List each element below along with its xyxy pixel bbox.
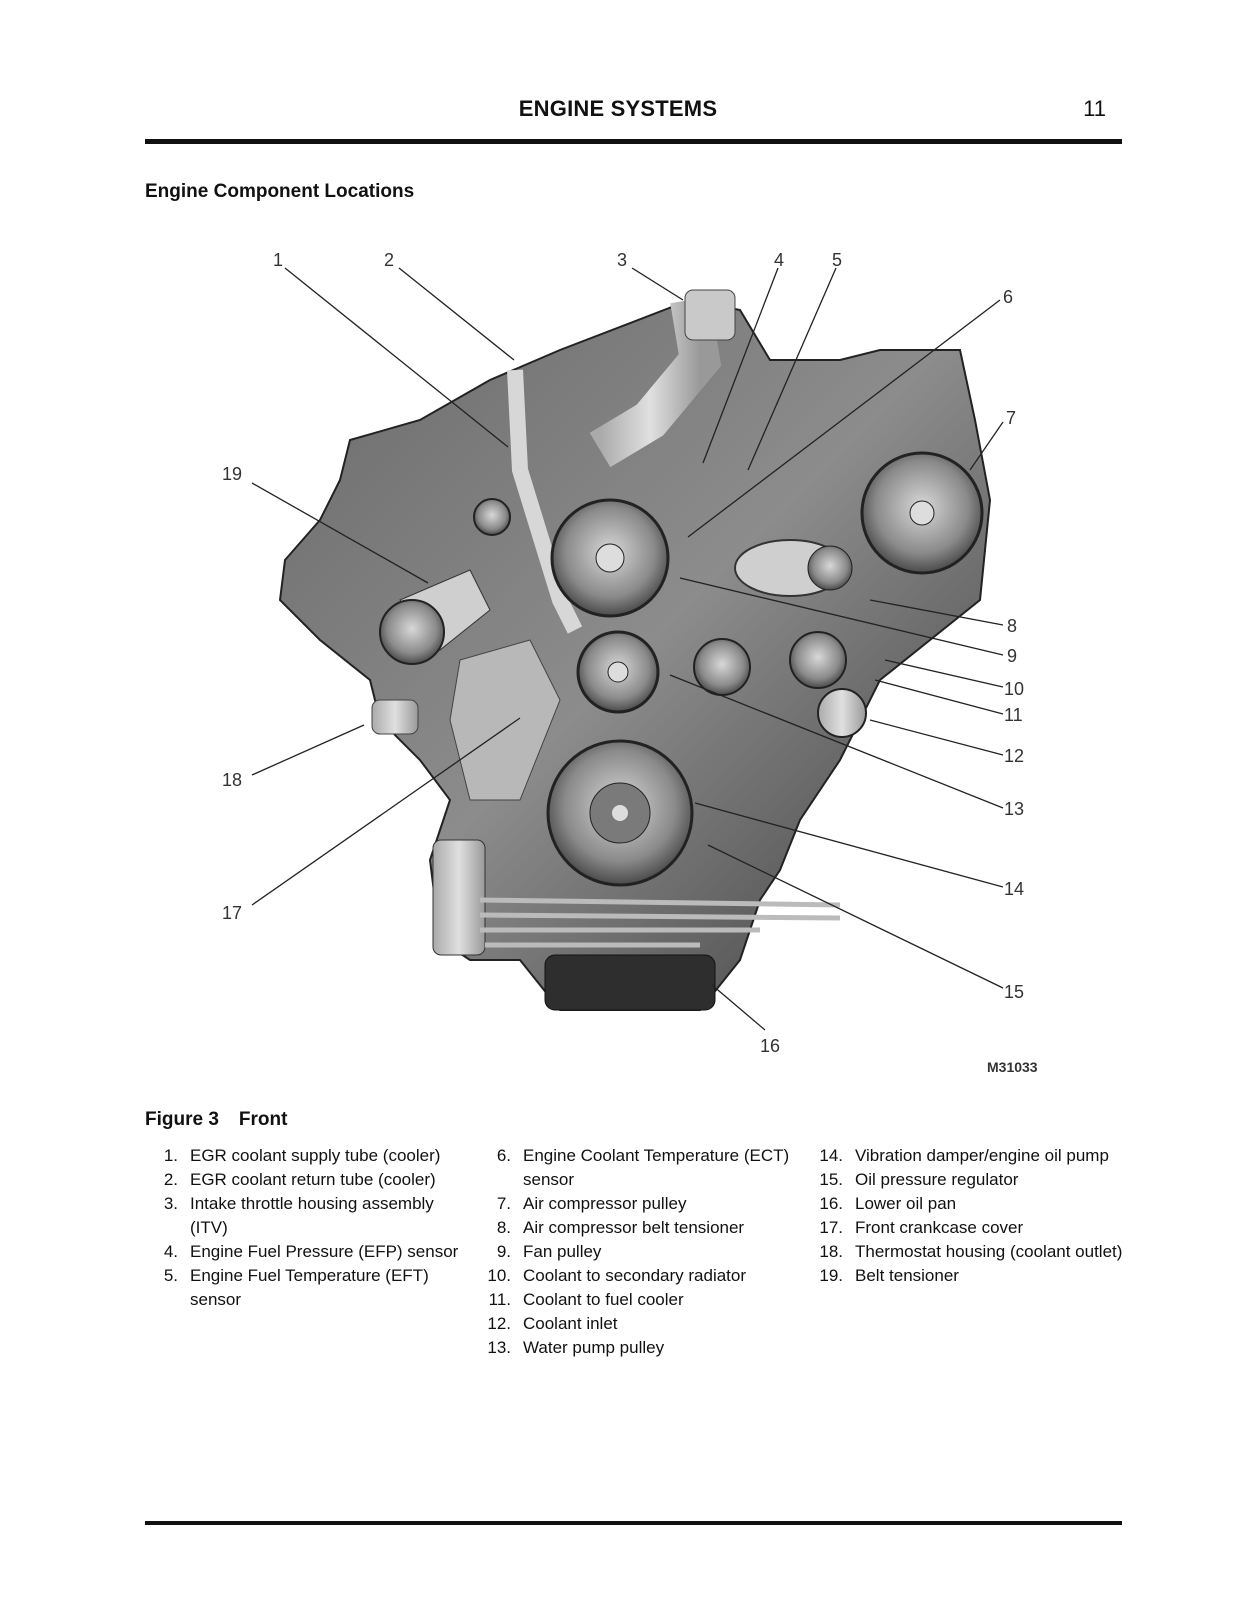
callout-8: 8 [1007,616,1018,636]
callout-15: 15 [1004,982,1025,1002]
legend-item: 11. Coolant to fuel cooler [473,1288,803,1312]
legend-item-text: Engine Coolant Temperature (ECT) sensor [523,1146,790,1189]
legend-item-text: Coolant to secondary radiator [523,1266,747,1285]
callout-17: 17 [222,903,243,923]
callout-1: 1 [273,250,284,270]
callout-19: 19 [222,464,243,484]
legend-item: 1. EGR coolant supply tube (cooler) [140,1144,470,1168]
legend-item-number: 1. [163,1146,178,1165]
callout-2: 2 [384,250,395,270]
legend-item-number: 10. [487,1266,511,1285]
callout-4: 4 [774,250,785,270]
legend-item-text: Fan pulley [523,1242,602,1261]
legend-item: 17. Front crankcase cover [805,1216,1125,1240]
legend-item-number: 14. [819,1146,843,1165]
water-pump-pulley [576,630,660,714]
legend-item-number: 11. [488,1290,511,1309]
page-number: 11 [1083,96,1106,121]
legend-item: 5. Engine Fuel Temperature (EFT) sensor [140,1264,470,1312]
legend-item-text: Engine Fuel Pressure (EFP) sensor [190,1242,459,1261]
air-compressor-belt-tensioner [734,539,853,597]
callout-16: 16 [760,1036,781,1056]
legend-item: 8. Air compressor belt tensioner [473,1216,803,1240]
legend-item-text: Air compressor pulley [523,1194,687,1213]
callout-7: 7 [1006,408,1017,428]
callout-5: 5 [832,250,843,270]
legend-item-number: 15. [819,1170,843,1189]
legend-item-number: 7. [496,1194,511,1213]
legend-item-text: EGR coolant supply tube (cooler) [190,1146,441,1165]
legend-column-1: 1. EGR coolant supply tube (cooler) 2. EGR… [140,1144,470,1312]
legend-item-text: Coolant to fuel cooler [523,1290,684,1309]
legend-item: 19. Belt tensioner [805,1264,1125,1288]
idler-pulleys [473,498,867,738]
legend-item-number: 12. [487,1314,511,1333]
vibration-damper [546,739,694,887]
callout-leader-lines [251,267,1004,1031]
legend-item-number: 2. [163,1170,178,1189]
callout-12: 12 [1004,746,1025,766]
legend-item-number: 18. [819,1242,843,1261]
legend-item-text: EGR coolant return tube (cooler) [190,1170,436,1189]
legend-item-number: 19. [819,1266,843,1285]
legend-item-number: 9. [496,1242,511,1261]
legend-item-number: 13. [487,1338,511,1357]
legend-item-text: Vibration damper/engine oil pump [855,1146,1109,1165]
legend-item-text: Engine Fuel Temperature (EFT) sensor [190,1266,429,1309]
legend-item: 18. Thermostat housing (coolant outlet) [805,1240,1125,1264]
air-compressor-pulley [860,451,984,575]
legend-item: 14. Vibration damper/engine oil pump [805,1144,1125,1168]
legend-item: 12. Coolant inlet [473,1312,803,1336]
page-header-title: ENGINE SYSTEMS [518,96,718,121]
legend-item-text: Front crankcase cover [855,1218,1024,1237]
legend-item-number: 16. [819,1194,843,1213]
legend-item-number: 6. [496,1146,511,1165]
callout-13: 13 [1004,799,1025,819]
legend-item-text: Coolant inlet [523,1314,618,1333]
legend-item: 16. Lower oil pan [805,1192,1125,1216]
legend-item-text: Thermostat housing (coolant outlet) [855,1242,1123,1261]
legend-item-text: Water pump pulley [523,1338,665,1357]
legend-item-number: 17. [819,1218,843,1237]
footer-rule [145,1521,1122,1525]
fan-pulley [550,498,670,618]
legend-item: 2. EGR coolant return tube (cooler) [140,1168,470,1192]
legend-item: 6. Engine Coolant Temperature (ECT) senso… [473,1144,803,1192]
legend-item-number: 3. [163,1194,178,1213]
legend-item: 4. Engine Fuel Pressure (EFP) sensor [140,1240,470,1264]
legend-item-number: 5. [163,1266,178,1285]
figure-code: M31033 [987,1059,1038,1075]
legend-column-2: 6. Engine Coolant Temperature (ECT) senso… [473,1144,803,1360]
belt-tensioner [379,569,491,665]
header-rule [145,139,1122,144]
legend-item-text: Air compressor belt tensioner [523,1218,745,1237]
callout-14: 14 [1004,879,1025,899]
legend-item: 7. Air compressor pulley [473,1192,803,1216]
callout-6: 6 [1003,287,1014,307]
legend-item-number: 4. [163,1242,178,1261]
callout-10: 10 [1004,679,1025,699]
legend-item-text: Belt tensioner [855,1266,959,1285]
legend-item: 9. Fan pulley [473,1240,803,1264]
callout-11: 11 [1004,705,1023,725]
legend-item: 13. Water pump pulley [473,1336,803,1360]
legend-item-text: Intake throttle housing assembly (ITV) [190,1194,434,1237]
legend-column-3: 14. Vibration damper/engine oil pump 15. O… [805,1144,1125,1288]
legend-item: 15. Oil pressure regulator [805,1168,1125,1192]
figure-caption-title: Front [238,1109,288,1130]
figure-caption: Figure 3 Front [145,1109,287,1131]
legend-item: 10. Coolant to secondary radiator [473,1264,803,1288]
figure-caption-number: Figure 3 [145,1109,219,1130]
legend-item-text: Oil pressure regulator [855,1170,1019,1189]
legend-item-text: Lower oil pan [855,1194,957,1213]
section-heading: Engine Component Locations [145,181,415,202]
legend-item-number: 8. [496,1218,511,1237]
callout-9: 9 [1007,646,1018,666]
callout-3: 3 [617,250,628,270]
legend-item: 3. Intake throttle housing assembly (ITV) [140,1192,470,1240]
callout-18: 18 [222,770,243,790]
